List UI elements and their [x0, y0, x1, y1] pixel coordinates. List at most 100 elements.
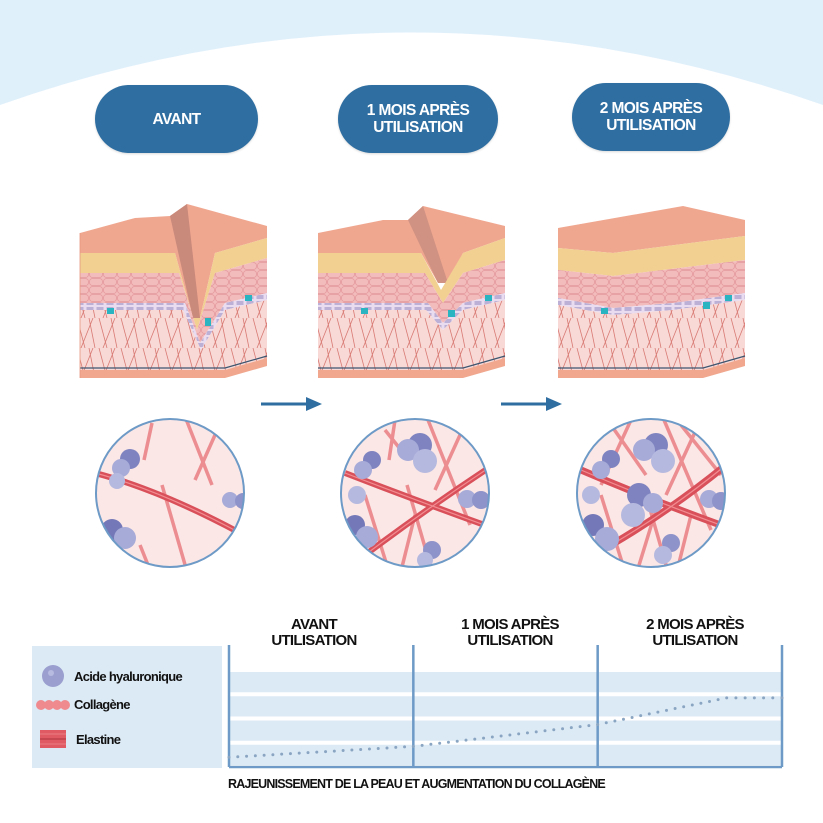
series-point [743, 696, 747, 700]
hyaluronic-acid-cluster [345, 433, 489, 567]
stage-pill-two-months: 2 MOIS APRÈS UTILISATION [572, 83, 730, 151]
series-point [367, 747, 371, 751]
chart-band [229, 744, 782, 765]
series-point [306, 751, 310, 755]
series-point [324, 750, 328, 754]
series-point [420, 743, 424, 747]
legend-label: Acide hyaluronique [74, 668, 183, 684]
chart-column-title-before: AVANT UTILISATION [224, 617, 404, 649]
column-title-line1: 2 MOIS APRÈS [646, 616, 744, 633]
legend-item-elastin: Elastine [32, 730, 121, 748]
series-point [429, 742, 433, 746]
chart-bands [229, 672, 782, 765]
vessel-line [558, 355, 746, 369]
chart-column-title-one-month: 1 MOIS APRÈS UTILISATION [420, 617, 600, 649]
series-point [534, 730, 538, 734]
skin-block-before [79, 204, 268, 378]
series-point [482, 736, 486, 740]
skin-block-one-month [318, 206, 506, 378]
series-point [552, 728, 556, 732]
melanocyte-cell [205, 318, 211, 326]
collagen-chart [227, 645, 784, 769]
series-point [725, 696, 729, 700]
series-point [446, 740, 450, 744]
series-point [271, 753, 275, 757]
melanocyte-cell [107, 308, 114, 314]
arrow-right-icon [501, 397, 562, 411]
collagen-icon [32, 699, 74, 711]
epidermis-layer [80, 258, 267, 343]
series-point [411, 744, 415, 748]
column-title-line2: UTILISATION [467, 632, 553, 649]
collagen-series [227, 696, 784, 759]
series-point [385, 746, 389, 750]
series-point [332, 749, 336, 753]
magnified-view-before [95, 418, 245, 568]
wrinkle-groove [408, 206, 448, 283]
dermis-layer [80, 300, 267, 370]
series-point [403, 745, 407, 749]
series-point [752, 696, 756, 700]
chart-band [229, 720, 782, 741]
legend-item-collagen: Collagène [32, 697, 131, 712]
melanocyte-cell [448, 310, 455, 317]
series-point [690, 703, 694, 707]
series-point [297, 751, 301, 755]
series-point [280, 752, 284, 756]
series-point [673, 707, 677, 711]
stage-pill-label: AVANT [152, 110, 201, 128]
series-point [604, 721, 608, 725]
epidermis-layer [318, 260, 505, 323]
melanocyte-cell [703, 302, 710, 309]
arrow-right-icon [261, 397, 322, 411]
series-point [394, 745, 398, 749]
chart-band [229, 696, 782, 717]
series-point [455, 739, 459, 743]
vessel-line [80, 355, 268, 369]
series-point [543, 729, 547, 733]
series-point [578, 725, 582, 729]
legend-label: Collagène [74, 697, 131, 712]
series-point [613, 719, 617, 723]
series-point [236, 755, 240, 759]
legend: Acide hyaluronique Collagène Elastine [32, 646, 222, 768]
series-point [762, 696, 766, 700]
stratum-layer [558, 236, 745, 276]
column-title-line1: 1 MOIS APRÈS [461, 616, 559, 633]
series-point [707, 699, 711, 703]
hypodermis-layer [558, 358, 745, 378]
stage-pill-label-line2: UTILISATION [606, 117, 696, 134]
stage-pill-label-line1: 1 MOIS APRÈS [366, 102, 470, 119]
epidermis-layer [558, 260, 745, 308]
series-point [341, 749, 345, 753]
series-point [525, 731, 529, 735]
hyaluronic-acid-icon [32, 663, 74, 689]
hyaluronic-acid-cluster [582, 433, 725, 564]
skin-surface [80, 204, 267, 318]
chart-column-title-two-months: 2 MOIS APRÈS UTILISATION [605, 617, 785, 649]
stage-pill-label-line2: UTILISATION [373, 119, 463, 136]
series-point [288, 752, 292, 756]
vessel-line [318, 355, 506, 369]
melanocyte-cell [725, 295, 732, 301]
chart-caption: RAJEUNISSEMENT DE LA PEAU ET AUGMENTATIO… [228, 777, 606, 791]
column-title-line2: UTILISATION [271, 632, 357, 649]
legend-item-hyaluronic-acid: Acide hyaluronique [32, 663, 183, 689]
melanocyte-cell [485, 295, 492, 301]
series-point [734, 696, 738, 700]
series-point [647, 712, 651, 716]
magnified-view-two-months [576, 418, 726, 568]
skin-block-two-months [558, 206, 746, 378]
skin-surface [558, 206, 745, 253]
series-point [315, 750, 319, 754]
melanocyte-cell [601, 308, 608, 314]
series-point [639, 714, 643, 718]
series-point [699, 701, 703, 705]
series-point [350, 748, 354, 752]
series-point [716, 698, 720, 702]
dermis-layer [318, 300, 505, 370]
series-point [587, 724, 591, 728]
elastin-fiber [343, 464, 489, 558]
column-title-line2: UTILISATION [652, 632, 738, 649]
chart-band [229, 672, 782, 693]
